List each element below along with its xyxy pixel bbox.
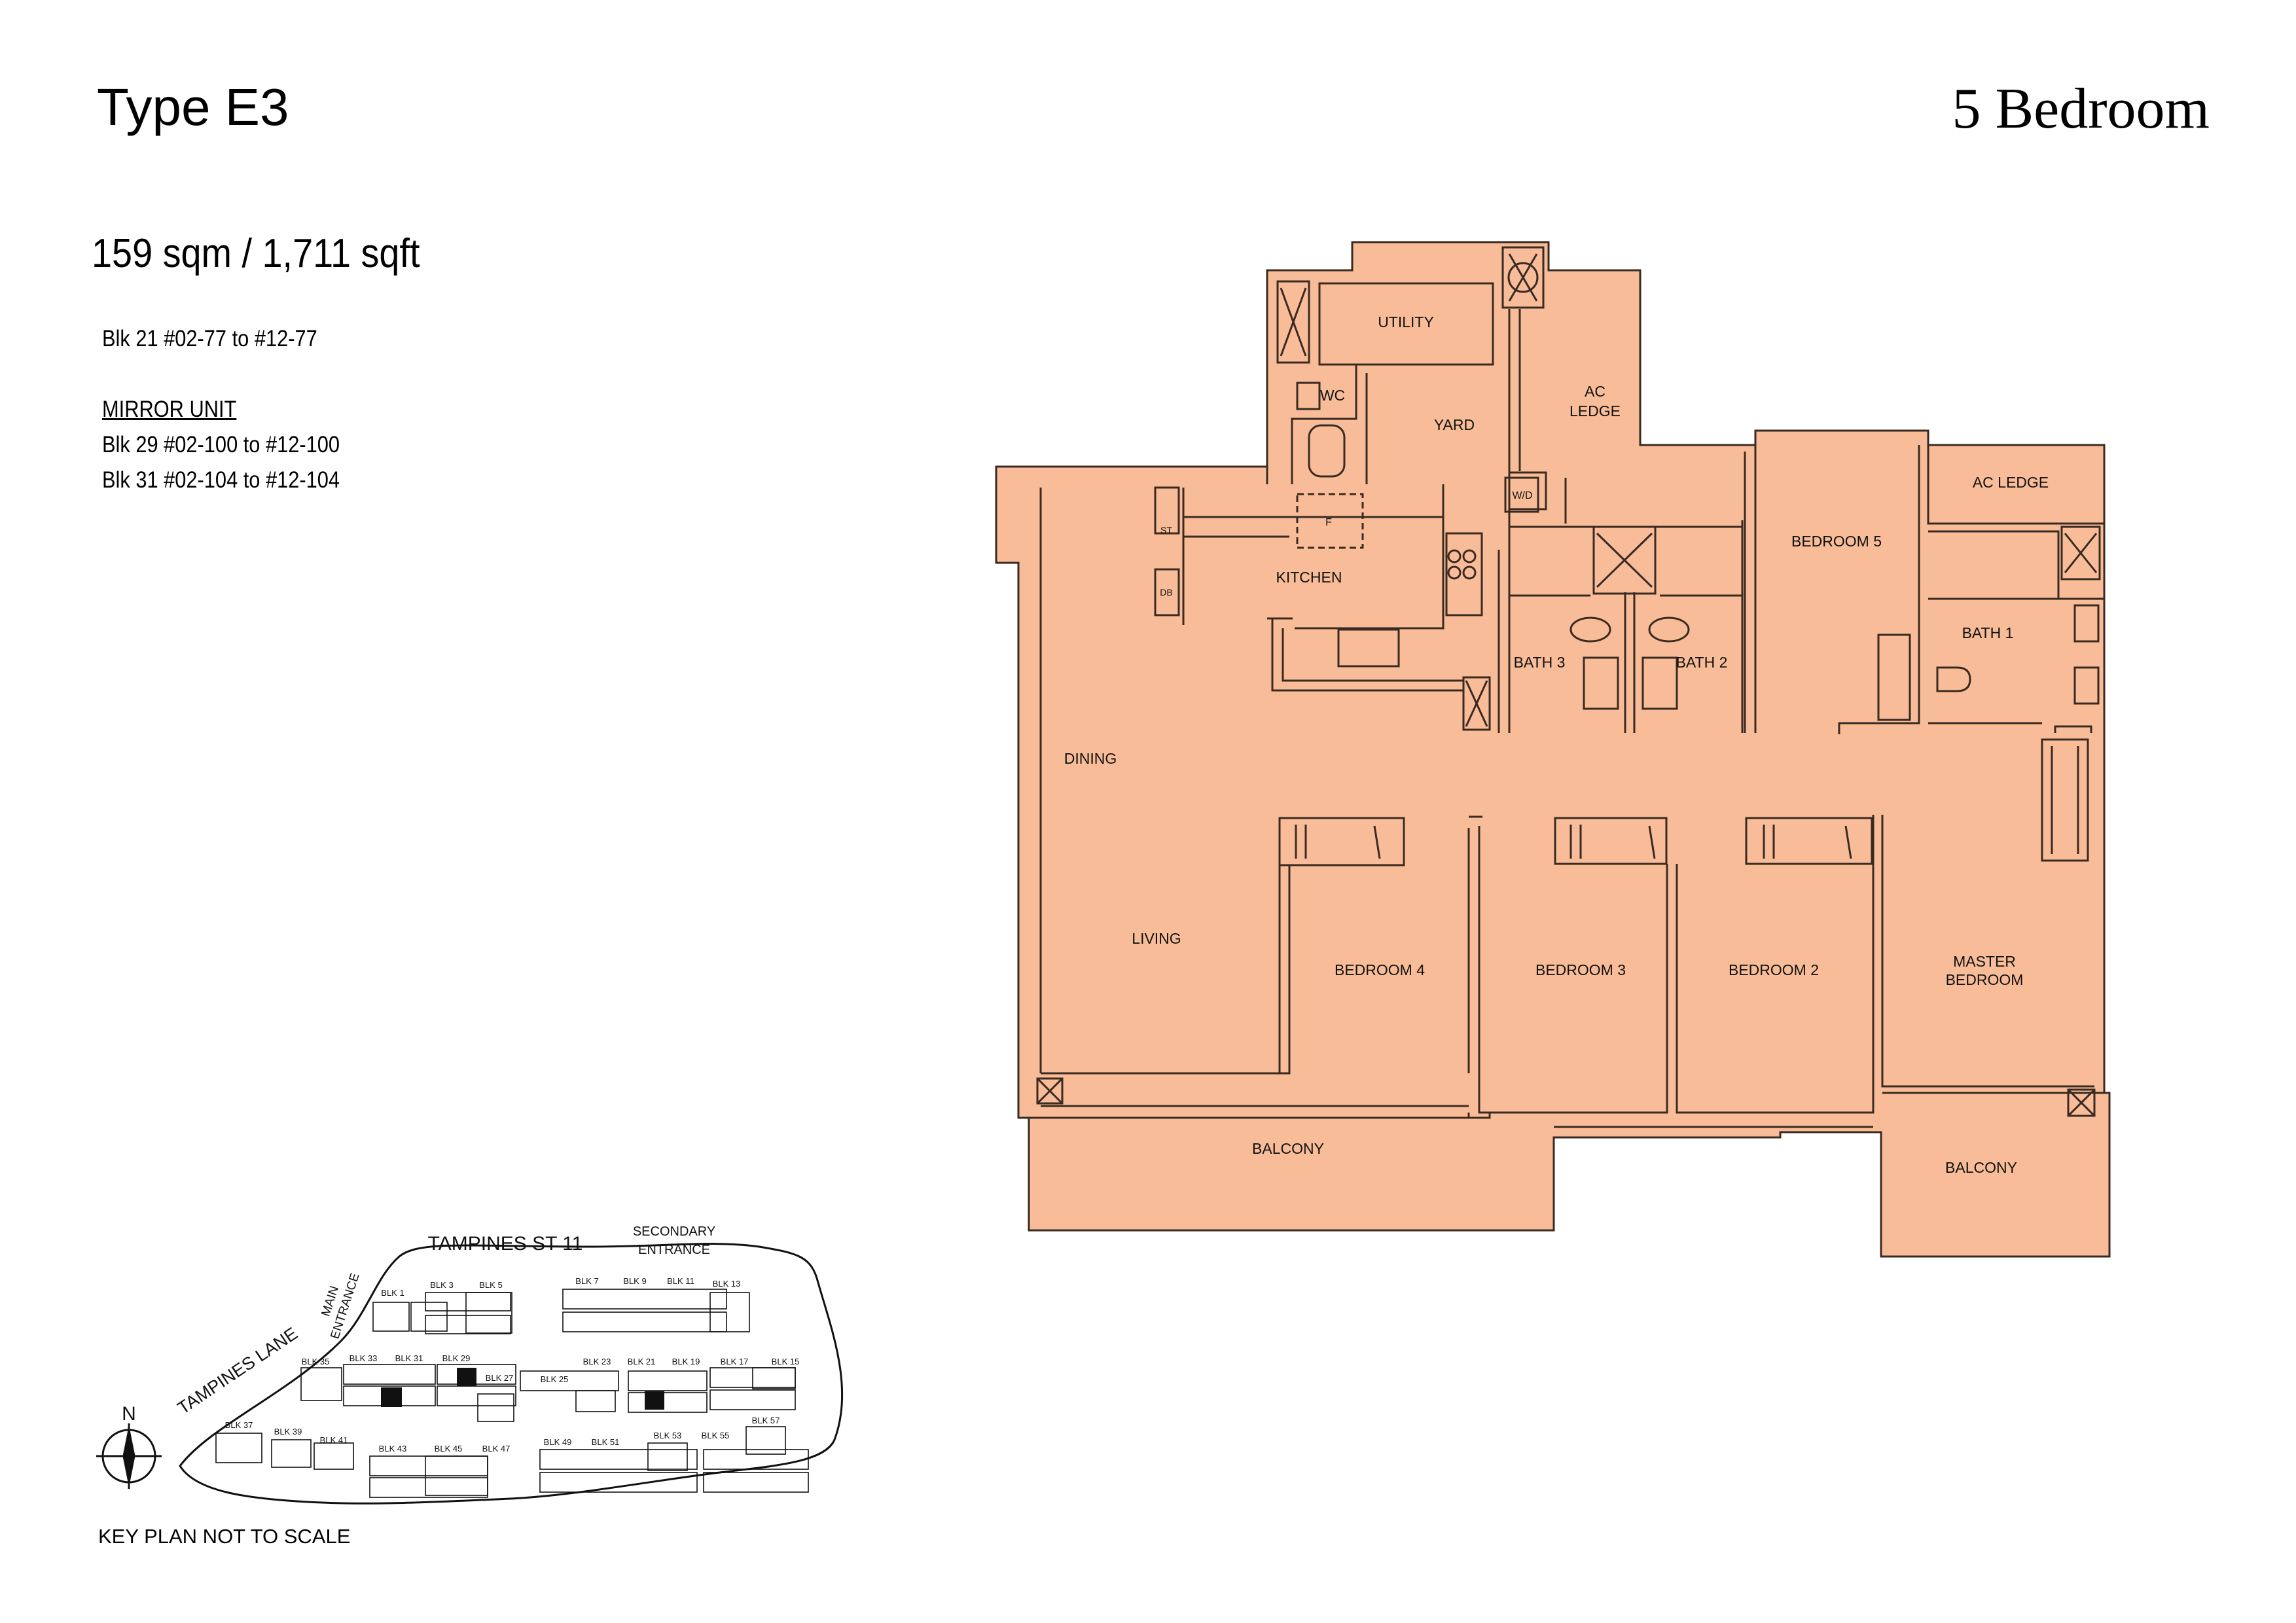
- north-arrow-icon: [96, 1423, 162, 1489]
- room-label-dining: DINING: [1064, 750, 1117, 767]
- block-label: BLK 51: [592, 1437, 620, 1447]
- room-label-st: ST: [1160, 525, 1172, 535]
- room-label-wc: WC: [1320, 387, 1345, 404]
- block-label: BLK 23: [583, 1357, 611, 1366]
- room-labels: UTILITY WC YARD AC LEDGE AC LEDGE W/D ST…: [1064, 313, 2049, 1176]
- key-plan-secondary-entrance: SECONDARY: [633, 1224, 715, 1239]
- block-label: BLK 43: [379, 1444, 407, 1454]
- block-label: BLK 11: [667, 1276, 694, 1286]
- block-label: BLK 31: [395, 1353, 423, 1363]
- block-label: BLK 45: [435, 1444, 463, 1454]
- block-label: BLK 5: [479, 1280, 502, 1290]
- north-label: N: [122, 1403, 136, 1425]
- room-label-ac-ledge: LEDGE: [1570, 402, 1621, 419]
- block-label: BLK 13: [713, 1279, 741, 1289]
- unit-block-line: Blk 21 #02-77 to #12-77: [102, 326, 317, 351]
- room-label-bedroom4: BEDROOM 4: [1335, 961, 1425, 978]
- room-label-bedroom2: BEDROOM 2: [1729, 961, 1819, 978]
- room-label-living: LIVING: [1132, 930, 1181, 947]
- room-label-bath3: BATH 3: [1514, 654, 1566, 671]
- room-label-balcony: BALCONY: [1252, 1140, 1324, 1157]
- key-plan-road-top: TAMPINES ST 11: [428, 1233, 583, 1255]
- block-label: BLK 1: [381, 1288, 404, 1298]
- bedroom-count-title: 5 Bedroom: [1952, 77, 2210, 141]
- floor-plan: [995, 241, 2111, 1258]
- room-label-ac-ledge-right: AC LEDGE: [1973, 474, 2049, 491]
- room-label-master-bedroom: MASTER: [1953, 953, 2016, 970]
- block-label: BLK 49: [544, 1437, 572, 1447]
- block-label: BLK 37: [225, 1420, 253, 1430]
- key-plan-note: KEY PLAN NOT TO SCALE: [98, 1525, 351, 1548]
- floor-plan-outline: [995, 241, 2111, 1258]
- key-plan-road-left: TAMPINES LANE: [174, 1323, 301, 1418]
- block-label: BLK 21: [628, 1357, 656, 1366]
- room-label-bedroom3: BEDROOM 3: [1535, 961, 1626, 978]
- site-boundary: [179, 1243, 844, 1505]
- block-label: BLK 33: [350, 1353, 378, 1363]
- block-label: BLK 9: [623, 1276, 646, 1286]
- block-label: BLK 19: [672, 1357, 700, 1366]
- block-label: BLK 57: [752, 1416, 780, 1425]
- room-label-bedroom5: BEDROOM 5: [1791, 533, 1882, 550]
- room-label-wd: W/D: [1512, 490, 1532, 501]
- block-label: BLK 35: [302, 1357, 330, 1366]
- interior-walls: [1029, 246, 2104, 1128]
- block-label: BLK 53: [654, 1431, 682, 1440]
- room-label-master-bedroom: BEDROOM: [1946, 971, 2024, 988]
- block-label: BLK 25: [541, 1374, 569, 1384]
- key-plan-secondary-entrance: ENTRANCE: [638, 1243, 710, 1257]
- room-label-utility: UTILITY: [1378, 313, 1434, 330]
- room-label-bath2: BATH 2: [1676, 654, 1728, 671]
- room-label-balcony-master: BALCONY: [1945, 1159, 2017, 1176]
- block-label: BLK 3: [430, 1280, 453, 1290]
- key-plan: TAMPINES ST 11 SECONDARY ENTRANCE MAIN E…: [96, 1224, 844, 1505]
- room-label-fridge: F: [1325, 517, 1332, 528]
- block-label: BLK 17: [721, 1357, 749, 1366]
- block-label: BLK 55: [702, 1431, 730, 1440]
- room-label-bath1: BATH 1: [1962, 624, 2014, 641]
- block-label: BLK 39: [274, 1427, 302, 1436]
- room-label-db: DB: [1160, 587, 1172, 597]
- unit-area: 159 sqm / 1,711 sqft: [92, 231, 420, 276]
- block-label: BLK 27: [486, 1373, 514, 1383]
- room-label-ac-ledge: AC: [1585, 383, 1605, 400]
- room-label-kitchen: KITCHEN: [1276, 569, 1342, 586]
- mirror-unit-line: Blk 31 #02-104 to #12-104: [102, 467, 340, 493]
- room-label-yard: YARD: [1434, 416, 1475, 433]
- mirror-unit-line: Blk 29 #02-100 to #12-100: [102, 432, 340, 457]
- block-label: BLK 7: [575, 1276, 598, 1286]
- mirror-unit-heading: MIRROR UNIT: [102, 397, 237, 422]
- unit-type-title: Type E3: [97, 78, 289, 136]
- block-label: BLK 15: [772, 1357, 800, 1366]
- block-label: BLK 47: [482, 1444, 511, 1454]
- block-label: BLK 29: [442, 1353, 471, 1363]
- block-label: BLK 41: [320, 1435, 348, 1445]
